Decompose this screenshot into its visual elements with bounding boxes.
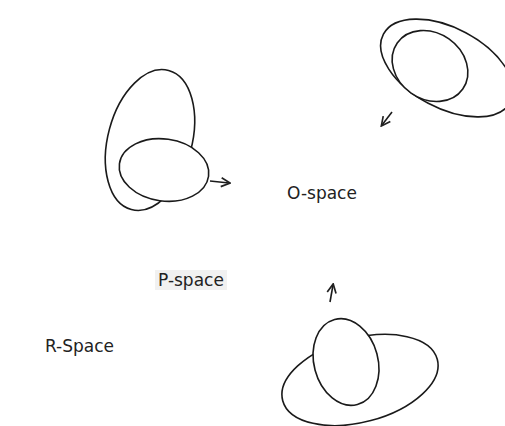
- person-body: [365, 0, 505, 137]
- gaze-arrow: [210, 181, 229, 183]
- region-label: P-space: [155, 270, 227, 290]
- person-head: [115, 133, 213, 207]
- person-head: [304, 311, 389, 413]
- p-space-region: P-spaceO-space: [165, 25, 501, 361]
- gaze-arrow: [382, 112, 392, 125]
- gaze-arrow: [330, 285, 333, 302]
- person-head: [378, 16, 481, 116]
- region-label: O-space: [287, 183, 357, 203]
- o-space-region: O-space: [205, 68, 439, 302]
- space-label: R-Space: [45, 336, 114, 356]
